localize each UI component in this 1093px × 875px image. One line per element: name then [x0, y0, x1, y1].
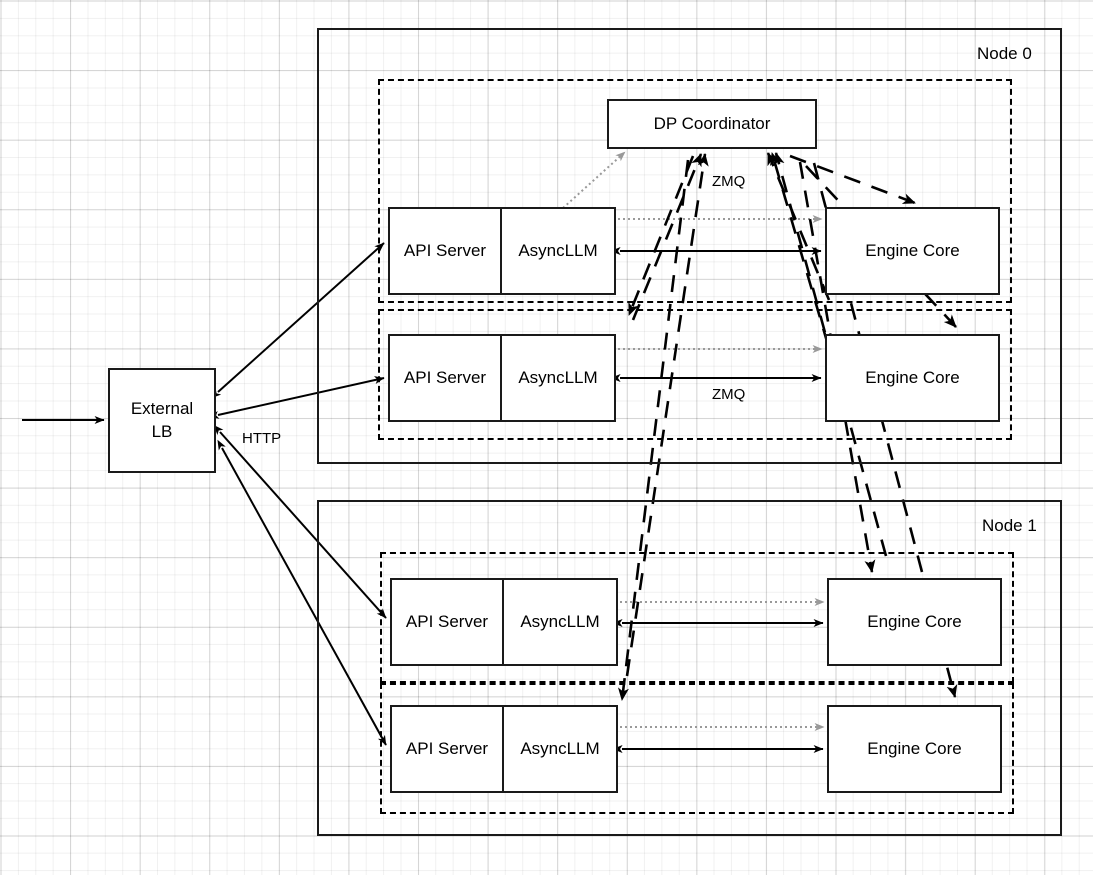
node-1-container [317, 500, 1062, 836]
engine-core-label: Engine Core [865, 240, 960, 260]
node-1-label: Node 1 [982, 516, 1037, 535]
api-server-label: API Server [403, 241, 487, 260]
asyncllm-cell[interactable]: AsyncLLM [504, 580, 616, 664]
external-lb-label-line2: LB [151, 421, 173, 441]
node-1-group-0-engine-core[interactable]: Engine Core [827, 578, 1002, 666]
engine-core-label: Engine Core [867, 611, 962, 631]
node-1-group-1-api-unit[interactable]: API Server AsyncLLM [390, 705, 618, 793]
node-1-group-1-engine-core[interactable]: Engine Core [827, 705, 1002, 793]
asyncllm-label: AsyncLLM [518, 241, 598, 260]
http-label: HTTP [242, 430, 282, 447]
node-0-label: Node 0 [977, 44, 1032, 63]
node-0-group-1-boundary [378, 309, 1012, 440]
zmq-label-node-0-group-0: ZMQ [712, 173, 746, 190]
asyncllm-label: AsyncLLM [520, 739, 600, 758]
node-0-group-0-boundary [378, 79, 1012, 303]
api-server-cell[interactable]: API Server [392, 580, 504, 664]
api-server-label: API Server [403, 368, 487, 387]
external-lb-box[interactable]: External LB [108, 368, 216, 473]
engine-core-label: Engine Core [865, 367, 960, 387]
api-server-label: API Server [405, 739, 489, 758]
dp-coordinator-box[interactable]: DP Coordinator [607, 99, 817, 149]
node-1-group-0-boundary [380, 552, 1014, 683]
node-0-container [317, 28, 1062, 464]
node-0-group-0-api-unit[interactable]: API Server AsyncLLM [388, 207, 616, 295]
asyncllm-cell[interactable]: AsyncLLM [502, 336, 614, 420]
node-1-group-0-api-unit[interactable]: API Server AsyncLLM [390, 578, 618, 666]
node-0-group-1-api-unit[interactable]: API Server AsyncLLM [388, 334, 616, 422]
asyncllm-label: AsyncLLM [520, 612, 600, 631]
dp-coordinator-label: DP Coordinator [653, 113, 771, 133]
api-server-cell[interactable]: API Server [390, 336, 502, 420]
asyncllm-label: AsyncLLM [518, 368, 598, 387]
node-0-group-1-engine-core[interactable]: Engine Core [825, 334, 1000, 422]
zmq-label-node-0-group-1: ZMQ [712, 386, 746, 403]
asyncllm-cell[interactable]: AsyncLLM [504, 707, 616, 791]
api-server-cell[interactable]: API Server [392, 707, 504, 791]
node-1-group-1-boundary [380, 683, 1014, 814]
asyncllm-cell[interactable]: AsyncLLM [502, 209, 614, 293]
node-0-group-0-engine-core[interactable]: Engine Core [825, 207, 1000, 295]
engine-core-label: Engine Core [867, 738, 962, 758]
api-server-cell[interactable]: API Server [390, 209, 502, 293]
external-lb-label-line1: External [130, 398, 194, 418]
api-server-label: API Server [405, 612, 489, 631]
